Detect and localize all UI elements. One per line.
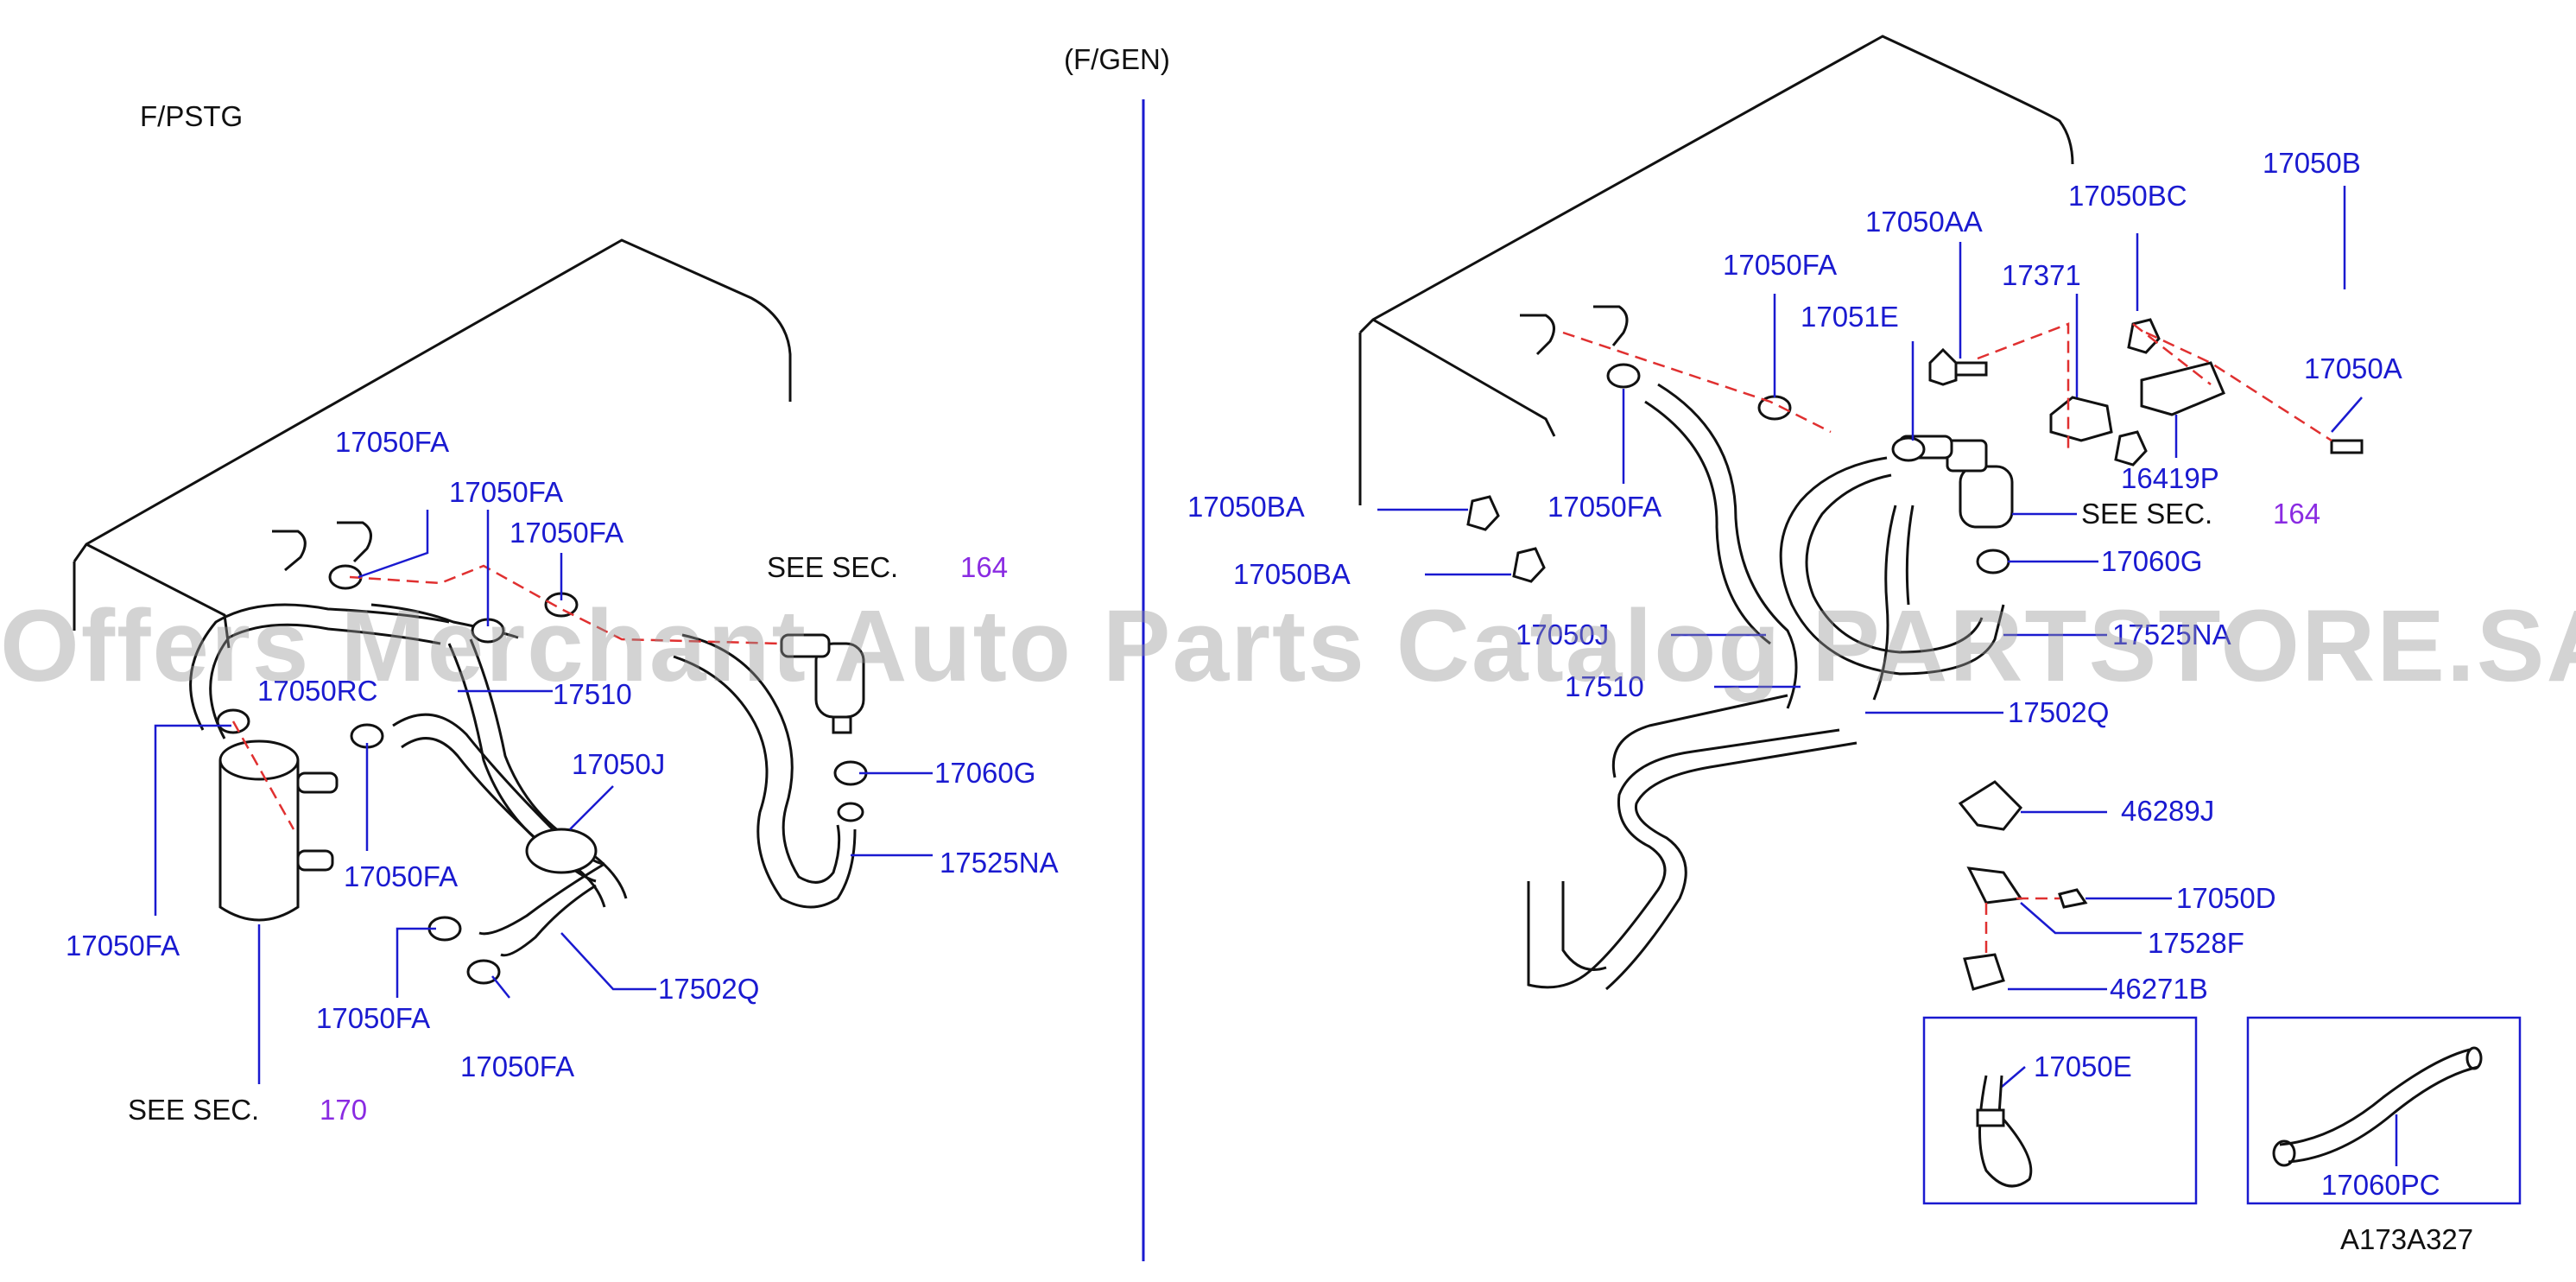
see-sec-prefix: SEE SEC. — [767, 551, 899, 583]
part-label-17050B[interactable]: 17050B — [2263, 147, 2361, 179]
part-label-17050D[interactable]: 17050D — [2176, 882, 2276, 914]
part-label-17050FA[interactable]: 17050FA — [1723, 249, 1838, 281]
part-label-17050FA[interactable]: 17050FA — [335, 426, 450, 458]
part-label-17050FA[interactable]: 17050FA — [449, 476, 564, 508]
part-label-17502Q[interactable]: 17502Q — [658, 973, 760, 1005]
part-label-17050FA[interactable]: 17050FA — [510, 517, 624, 549]
part-label-17050BA[interactable]: 17050BA — [1187, 491, 1305, 523]
right-leader-lines — [1377, 186, 2398, 1166]
part-label-16419P[interactable]: 16419P — [2121, 462, 2219, 494]
left-engine-outline — [73, 238, 792, 649]
inset-boxes — [1922, 1016, 2522, 1205]
right-engine-outline — [1358, 35, 2074, 505]
part-label-17528F[interactable]: 17528F — [2148, 927, 2244, 959]
see-sec-164-link[interactable]: 164 — [2273, 498, 2321, 530]
left-leader-lines — [154, 510, 933, 1084]
part-label-17525NA[interactable]: 17525NA — [2112, 619, 2231, 651]
part-label-17060G[interactable]: 17060G — [934, 757, 1036, 789]
part-label-17050RC[interactable]: 17050RC — [257, 675, 378, 707]
part-label-17050FA[interactable]: 17050FA — [1547, 491, 1662, 523]
part-label-17371[interactable]: 17371 — [2002, 259, 2081, 291]
right-variant-title: (F/GEN) — [1064, 43, 1170, 75]
part-label-17050FA[interactable]: 17050FA — [66, 930, 180, 962]
right-small-parts — [1466, 305, 2364, 991]
part-label-17050FA[interactable]: 17050FA — [344, 860, 459, 892]
left-hoses — [189, 603, 857, 957]
part-label-17050BA[interactable]: 17050BA — [1233, 558, 1351, 590]
part-label-17050BC[interactable]: 17050BC — [2068, 180, 2187, 212]
see-sec-prefix: SEE SEC. — [2081, 498, 2213, 530]
part-label-17510[interactable]: 17510 — [553, 678, 632, 710]
left-canister — [218, 739, 339, 922]
right-dashed-lines — [1562, 322, 2332, 959]
watermark-text: Offers Merchant Auto Parts Catalog PARTS… — [0, 589, 2576, 703]
part-label-46289J[interactable]: 46289J — [2121, 795, 2215, 827]
left-variant-title: F/PSTG — [140, 100, 244, 132]
right-hoses — [1527, 383, 2005, 991]
part-label-17051E[interactable]: 17051E — [1801, 301, 1899, 333]
part-label-17525NA[interactable]: 17525NA — [940, 847, 1059, 879]
left-fuel-filter — [780, 633, 865, 822]
left-clamps — [216, 521, 868, 985]
part-label-17060PC[interactable]: 17060PC — [2321, 1169, 2440, 1201]
part-label-17050J[interactable]: 17050J — [572, 748, 666, 780]
part-label-17050A[interactable]: 17050A — [2304, 352, 2402, 384]
part-label-17510[interactable]: 17510 — [1565, 670, 1644, 702]
inset-parts — [1976, 1046, 2483, 1188]
see-sec-prefix: SEE SEC. — [128, 1094, 260, 1126]
part-label-17050FA[interactable]: 17050FA — [460, 1050, 575, 1082]
see-sec-164-link[interactable]: 164 — [960, 551, 1009, 583]
part-label-17050FA[interactable]: 17050FA — [316, 1002, 431, 1034]
see-sec-170-link[interactable]: 170 — [320, 1094, 368, 1126]
drawing-code: A173A327 — [2340, 1223, 2474, 1255]
part-label-17050E[interactable]: 17050E — [2034, 1050, 2132, 1082]
left-dashed-lines — [231, 564, 782, 830]
part-label-46271B[interactable]: 46271B — [2110, 973, 2208, 1005]
part-label-17050AA[interactable]: 17050AA — [1865, 206, 1983, 238]
part-label-17060G[interactable]: 17060G — [2101, 545, 2203, 577]
part-label-17050J[interactable]: 17050J — [1516, 619, 1610, 651]
part-label-17502Q[interactable]: 17502Q — [2008, 696, 2110, 728]
